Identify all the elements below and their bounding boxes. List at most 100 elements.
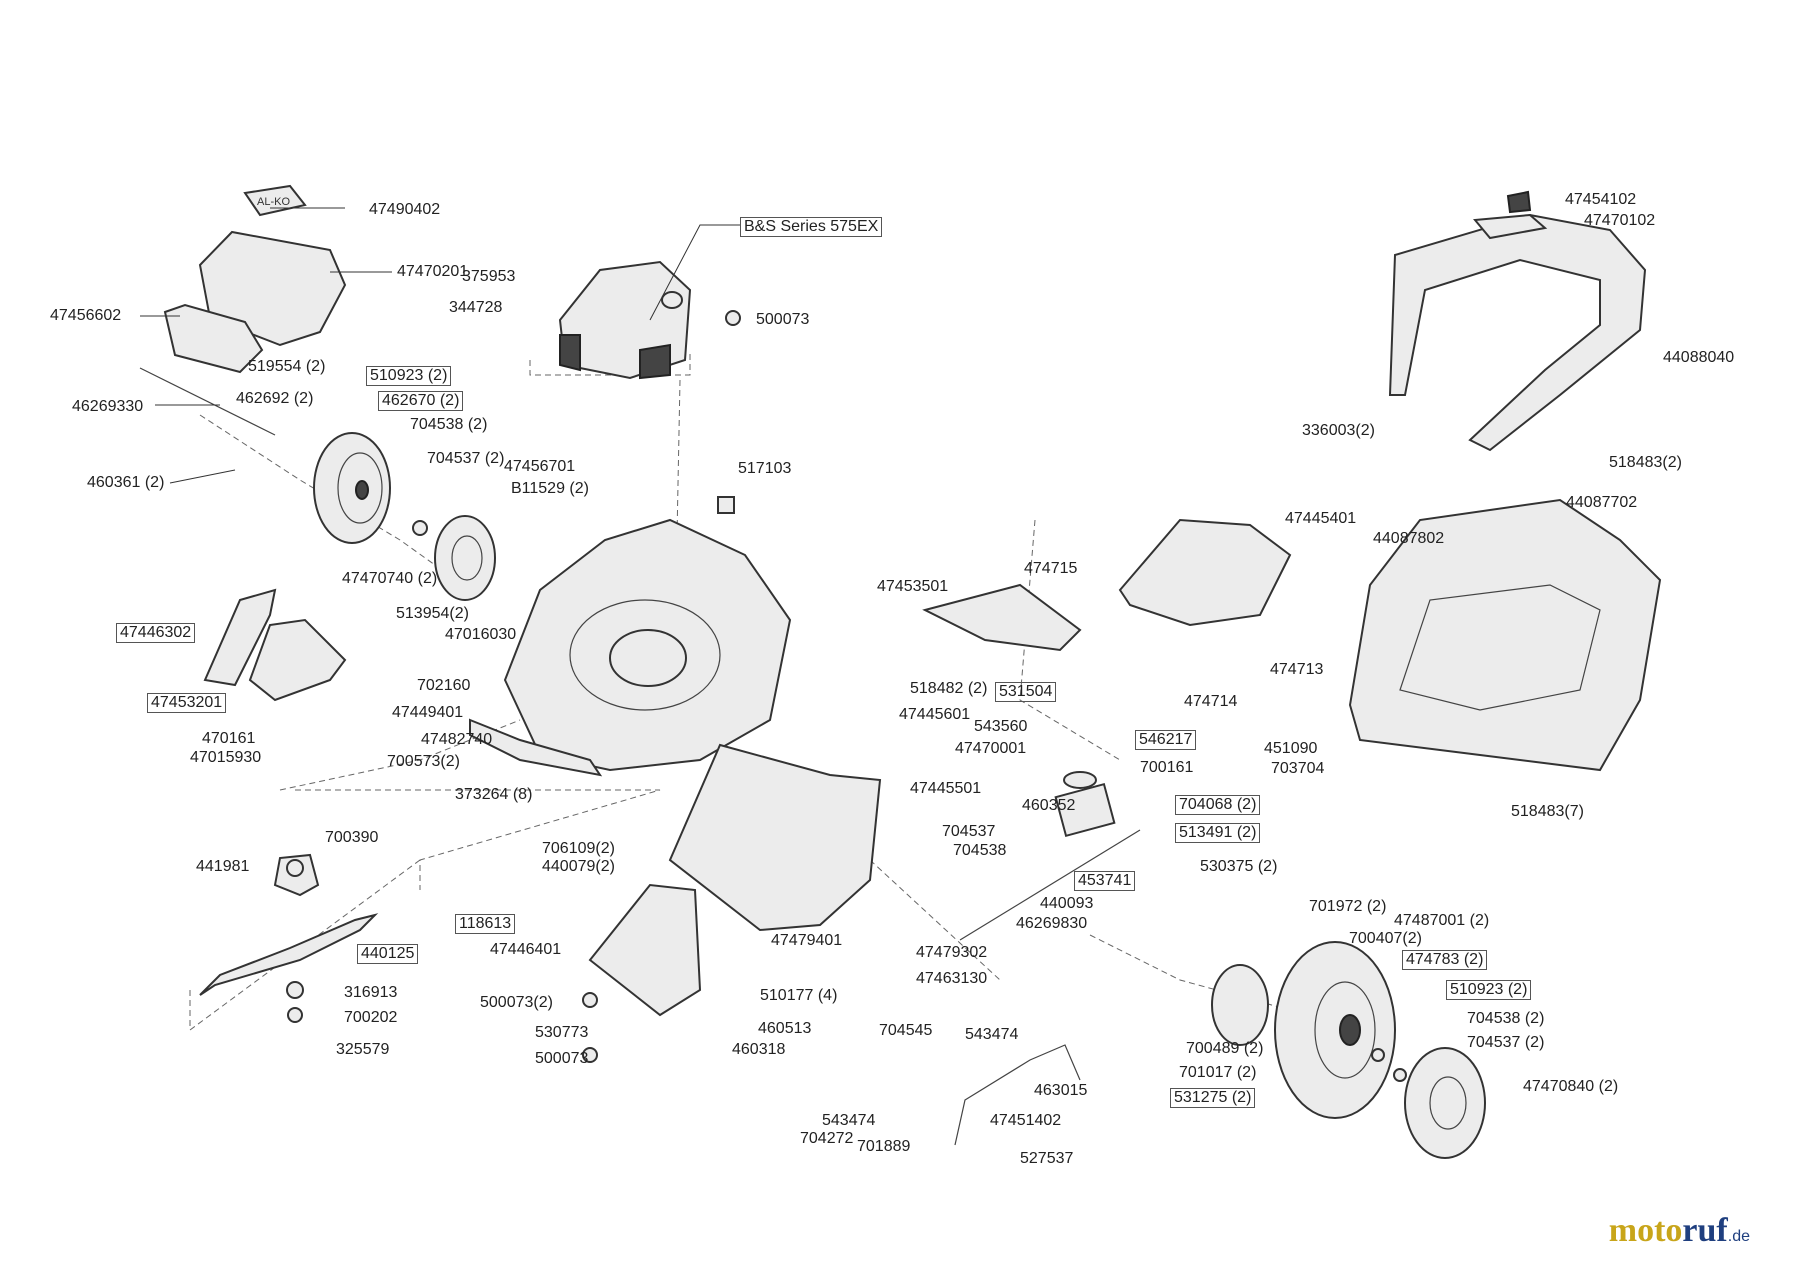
front-cover-part bbox=[163, 303, 264, 374]
label-47479401: 47479401 bbox=[771, 932, 843, 949]
label-47016030: 47016030 bbox=[445, 626, 517, 643]
label-701972: 701972 (2) bbox=[1309, 898, 1387, 915]
label-704272: 704272 bbox=[800, 1130, 854, 1147]
logo-part-a: moto bbox=[1608, 1212, 1683, 1249]
label-47490402: 47490402 bbox=[369, 201, 441, 218]
washer-part bbox=[1393, 1068, 1407, 1082]
label-bs-series-575ex: B&S Series 575EX bbox=[740, 217, 883, 237]
label-373264: 373264 (8) bbox=[455, 786, 533, 803]
label-375953: 375953 bbox=[462, 268, 516, 285]
label-704537-mid: 704537 bbox=[942, 823, 996, 840]
label-47445501: 47445501 bbox=[910, 780, 982, 797]
label-463015: 463015 bbox=[1034, 1082, 1088, 1099]
label-500073-engine: 500073 bbox=[756, 311, 810, 328]
front-hubcap-part bbox=[434, 515, 496, 601]
label-474714: 474714 bbox=[1184, 693, 1238, 710]
label-118613: 118613 bbox=[455, 914, 516, 934]
label-47446401: 47446401 bbox=[490, 941, 562, 958]
badge-part: AL-KO bbox=[243, 184, 307, 217]
nut-part bbox=[582, 1047, 598, 1063]
label-47446302: 47446302 bbox=[116, 623, 196, 643]
height-lever-part bbox=[954, 1044, 1081, 1146]
label-474715: 474715 bbox=[1024, 560, 1078, 577]
label-527537: 527537 bbox=[1020, 1150, 1074, 1167]
label-47445401: 47445401 bbox=[1285, 510, 1357, 527]
bushing-part bbox=[717, 496, 735, 514]
mulch-plug-part bbox=[248, 618, 347, 702]
label-460318: 460318 bbox=[732, 1041, 786, 1058]
label-46269830: 46269830 bbox=[1016, 915, 1088, 932]
washer-part bbox=[286, 981, 304, 999]
handle-tag-part bbox=[1506, 190, 1532, 214]
label-474713: 474713 bbox=[1270, 661, 1324, 678]
label-451090: 451090 bbox=[1264, 740, 1318, 757]
rear-axle-part bbox=[959, 829, 1141, 941]
label-706109: 706109(2) bbox=[542, 840, 615, 857]
washer-part bbox=[1371, 1048, 1385, 1062]
label-47445601: 47445601 bbox=[899, 706, 971, 723]
label-530773: 530773 bbox=[535, 1024, 589, 1041]
label-47470740: 47470740 (2) bbox=[342, 570, 438, 587]
label-543474-lower: 543474 bbox=[822, 1112, 876, 1129]
engine-part bbox=[558, 260, 692, 380]
gearbox-part bbox=[1054, 771, 1116, 838]
label-47470840: 47470840 (2) bbox=[1523, 1078, 1619, 1095]
handle-bar-part bbox=[1388, 213, 1647, 452]
label-531275: 531275 (2) bbox=[1170, 1088, 1256, 1108]
label-519554: 519554 (2) bbox=[248, 358, 326, 375]
label-500073-bottom: 500073 bbox=[535, 1050, 589, 1067]
front-axle-part bbox=[139, 367, 276, 436]
label-513491: 513491 (2) bbox=[1175, 823, 1261, 843]
label-700573: 700573(2) bbox=[387, 753, 460, 770]
nut-part bbox=[725, 310, 741, 326]
label-47015930: 47015930 bbox=[190, 749, 262, 766]
label-47449401: 47449401 bbox=[392, 704, 464, 721]
logo-tld: .de bbox=[1727, 1228, 1750, 1245]
label-704538-mid: 704538 bbox=[953, 842, 1007, 859]
label-470161: 470161 bbox=[202, 730, 256, 747]
label-543560: 543560 bbox=[974, 718, 1028, 735]
label-462692: 462692 (2) bbox=[236, 390, 314, 407]
label-316913: 316913 bbox=[344, 984, 398, 1001]
label-440093: 440093 bbox=[1040, 895, 1094, 912]
label-44087802: 44087802 bbox=[1373, 530, 1445, 547]
label-701889: 701889 bbox=[857, 1138, 911, 1155]
label-546217: 546217 bbox=[1135, 730, 1197, 750]
label-510923-front: 510923 (2) bbox=[366, 366, 452, 386]
rear-chute-part bbox=[668, 743, 882, 932]
logo-part-b: ruf bbox=[1682, 1212, 1728, 1249]
label-530375: 530375 (2) bbox=[1200, 858, 1278, 875]
label-47453201: 47453201 bbox=[147, 693, 227, 713]
side-flap-part bbox=[203, 588, 277, 687]
label-703704: 703704 bbox=[1271, 760, 1325, 777]
motoruf-logo: motoruf.de bbox=[1609, 1212, 1750, 1250]
label-518482: 518482 (2) bbox=[910, 680, 988, 697]
label-700407: 700407(2) bbox=[1349, 930, 1422, 947]
front-wheel-part bbox=[313, 432, 391, 544]
label-700390: 700390 bbox=[325, 829, 379, 846]
label-704068: 704068 (2) bbox=[1175, 795, 1261, 815]
grass-box-part bbox=[1348, 498, 1662, 772]
label-336003: 336003(2) bbox=[1302, 422, 1375, 439]
label-701017: 701017 (2) bbox=[1179, 1064, 1257, 1081]
label-702160: 702160 bbox=[417, 677, 471, 694]
label-b11529: B11529 (2) bbox=[511, 480, 589, 497]
label-704537-front: 704537 (2) bbox=[427, 450, 505, 467]
handle-grip-part bbox=[1473, 213, 1548, 240]
nut-part bbox=[582, 992, 598, 1008]
label-543474-upper: 543474 bbox=[965, 1026, 1019, 1043]
label-47454102: 47454102 bbox=[1565, 191, 1637, 208]
nut-part bbox=[287, 1007, 303, 1023]
washer-part bbox=[286, 859, 304, 877]
label-517103: 517103 bbox=[738, 460, 792, 477]
svg-text:AL-KO: AL-KO bbox=[257, 196, 290, 208]
label-46269330: 46269330 bbox=[72, 398, 144, 415]
washer-part bbox=[412, 520, 428, 536]
label-344728: 344728 bbox=[449, 299, 503, 316]
label-460352: 460352 bbox=[1022, 797, 1076, 814]
label-47456602: 47456602 bbox=[50, 307, 122, 324]
label-47482740: 47482740 bbox=[421, 731, 493, 748]
label-47451402: 47451402 bbox=[990, 1112, 1062, 1129]
rear-gear-cover-part bbox=[1211, 964, 1269, 1046]
